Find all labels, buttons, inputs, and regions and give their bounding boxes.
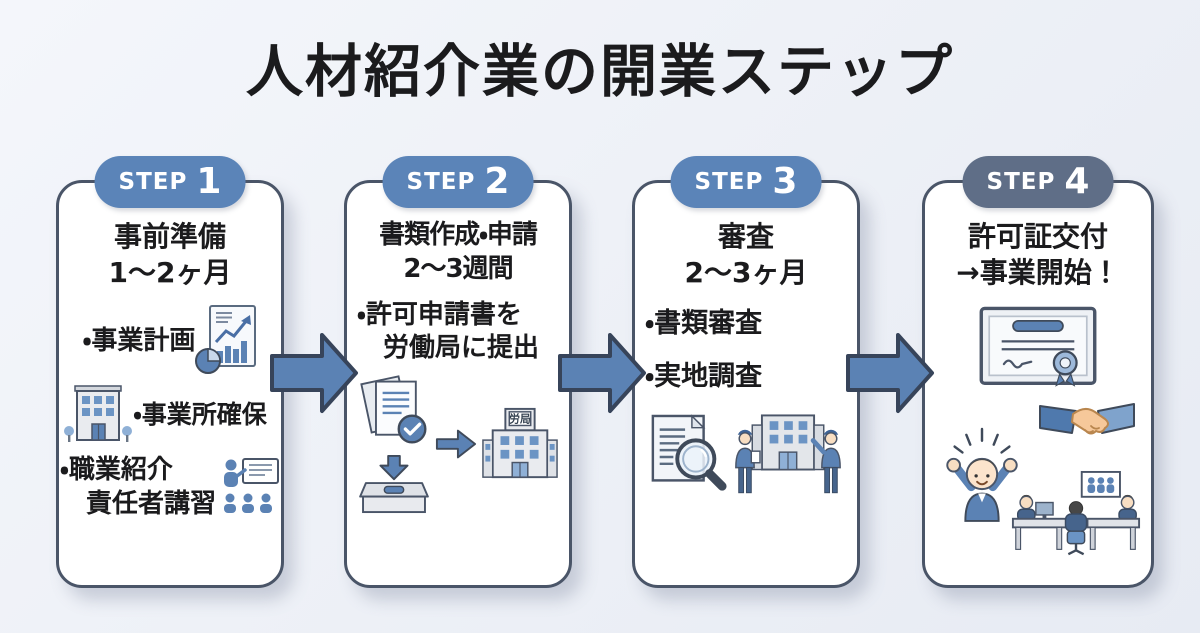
step3-body: 審査 2〜3ヶ月 ・書類審査 ・実地調査 — [635, 183, 857, 585]
step2-heading-line1: 書類作成・申請 — [379, 220, 538, 250]
step2-bullet1: ・許可申請書を 労働局に提出 — [357, 299, 539, 367]
step2-heading: 書類作成・申請 2〜3週間 — [379, 219, 538, 287]
step1-badge-label: STEP — [118, 169, 188, 195]
step4-body: 許可証交付 →事業開始！ — [925, 183, 1151, 585]
training-seminar-icon — [218, 457, 280, 519]
step2-submit-stack — [357, 374, 431, 518]
step2-body: 書類作成・申請 2〜3週間 ・許可申請書を 労働局に提出 — [347, 183, 569, 585]
step3-heading-line2: 2〜3ヶ月 — [684, 256, 808, 290]
step4-art — [935, 396, 1141, 577]
step2-badge: STEP 2 — [382, 156, 534, 208]
step3-badge-label: STEP — [694, 169, 764, 195]
flow-arrow-2-icon — [556, 329, 648, 417]
step1-body: 事前準備 1〜2ヶ月 ・事業計画 — [59, 183, 281, 585]
step1-heading-line1: 事前準備 — [113, 220, 226, 253]
step3-card: STEP 3 審査 2〜3ヶ月 ・書類審査 ・実地調査 — [632, 156, 860, 588]
step1-bullet1: ・事業計画 — [82, 325, 196, 356]
page-title: 人材紹介業の開業ステップ — [246, 39, 954, 105]
step3-heading-line1: 審査 — [717, 220, 774, 253]
step3-bullet1: ・書類審査 — [645, 307, 763, 339]
step2-bullet1-line1: ・許可申請書を — [357, 299, 522, 330]
step4-heading-line2: →事業開始！ — [956, 256, 1120, 290]
step1-bullet3-line1: ・職業紹介 — [60, 454, 173, 485]
step2-badge-label: STEP — [406, 169, 476, 195]
step4-badge-label: STEP — [986, 169, 1056, 195]
handshake-icon — [1039, 394, 1135, 452]
step3-badge: STEP 3 — [670, 156, 822, 208]
site-inspection-icon — [731, 410, 845, 506]
step1-bullet3-line2: 責任者講習 — [86, 488, 217, 519]
step1-heading: 事前準備 1〜2ヶ月 — [109, 219, 232, 292]
step3-badge-number: 3 — [772, 161, 798, 202]
documents-check-icon — [357, 374, 431, 452]
step4-badge: STEP 4 — [962, 156, 1114, 208]
step1-bullet2-row: ・事業所確保 — [63, 382, 267, 448]
step1-badge-number: 1 — [196, 161, 222, 202]
step2-art: 労局 — [357, 374, 559, 518]
step1-card: STEP 1 事前準備 1〜2ヶ月 ・事業計画 — [56, 156, 284, 588]
step2-card: STEP 2 書類作成・申請 2〜3週間 ・許可申請書を 労働局に提出 — [344, 156, 572, 588]
labor-sign-text: 労局 — [509, 413, 530, 426]
business-plan-chart-icon — [195, 304, 257, 380]
step3-heading: 審査 2〜3ヶ月 — [685, 219, 808, 292]
step1-badge: STEP 1 — [94, 156, 246, 208]
step3-bullets: ・書類審査 ・実地調査 — [645, 306, 762, 394]
flow-arrow-1-icon — [268, 329, 360, 417]
step2-heading-line2: 2〜3週間 — [403, 253, 513, 284]
step1-bullet3: ・職業紹介 責任者講習 — [60, 454, 216, 522]
step4-heading: 許可証交付 →事業開始！ — [956, 219, 1119, 292]
step4-card: STEP 4 許可証交付 →事業開始！ — [922, 156, 1154, 588]
step4-heading-line1: 許可証交付 — [967, 220, 1108, 253]
step1-bullet1-row: ・事業計画 — [83, 304, 258, 380]
step1-heading-line2: 1〜2ヶ月 — [108, 256, 232, 290]
document-magnifier-icon — [647, 413, 729, 503]
arrow-right-icon — [435, 427, 477, 465]
step3-art — [647, 410, 845, 506]
submission-box-icon — [359, 454, 429, 518]
step1-bullet2: ・事業所確保 — [133, 399, 267, 429]
step2-badge-number: 2 — [484, 161, 510, 202]
office-meeting-icon — [1011, 468, 1141, 564]
flow-arrow-3-icon — [844, 329, 936, 417]
cheering-man-icon — [937, 422, 1027, 528]
certificate-icon — [979, 306, 1097, 392]
step3-bullet2: ・実地調査 — [645, 360, 763, 392]
office-building-icon — [63, 382, 133, 448]
step1-bullet3-row: ・職業紹介 責任者講習 — [60, 454, 280, 522]
step4-badge-number: 4 — [1064, 161, 1090, 202]
labor-bureau-building-icon: 労局 — [481, 406, 559, 486]
step2-bullet1-line2: 労働局に提出 — [383, 333, 540, 364]
